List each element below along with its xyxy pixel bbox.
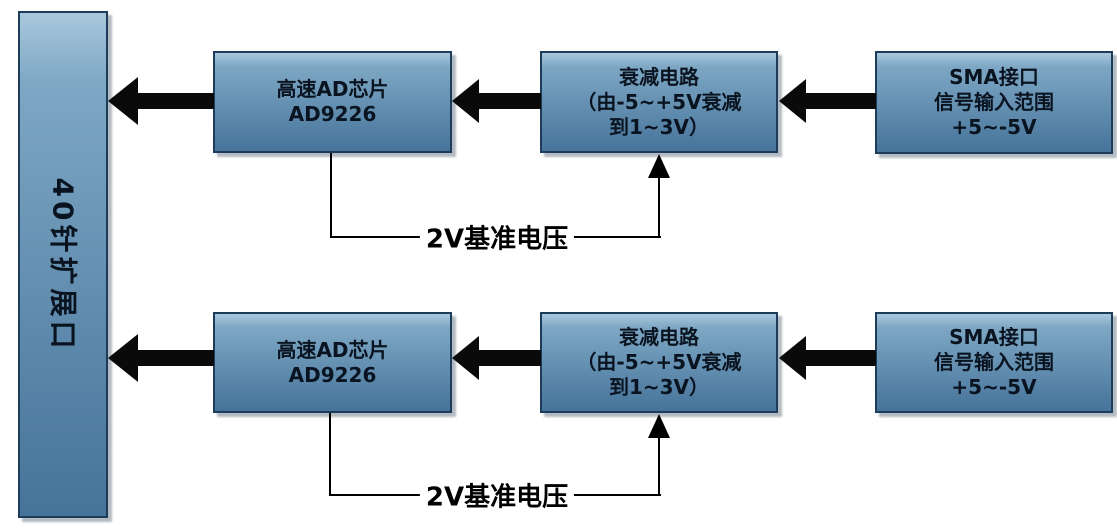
arrow-sma-to-attenuator-head-2 xyxy=(779,336,806,380)
arrow-ad-to-port-head-1 xyxy=(108,77,138,125)
arrow-attenuator-to-ad-shaft-2 xyxy=(478,350,541,366)
sma-box-2: SMA接口 信号输入范围 +5~-5V xyxy=(875,312,1113,413)
arrow-ad-to-port-shaft-2 xyxy=(137,350,214,366)
reference-line-left-2 xyxy=(329,413,331,496)
attenuator-box-2: 衰减电路 （由-5~+5V衰减 到1~3V） xyxy=(540,312,778,413)
sma-label-line2: 信号输入范围 xyxy=(934,350,1054,374)
arrow-attenuator-to-ad-shaft-1 xyxy=(478,93,541,109)
reference-line-left-1 xyxy=(330,153,332,237)
attenuator-box-1: 衰减电路 （由-5~+5V衰减 到1~3V） xyxy=(540,51,778,153)
ad-chip-box-1: 高速AD芯片 AD9226 xyxy=(213,51,452,153)
sma-label-line3: +5~-5V xyxy=(951,375,1037,399)
attenuator-label-line1: 衰减电路 xyxy=(619,325,699,349)
expansion-port-box: 40针扩展口 xyxy=(18,11,108,518)
arrow-sma-to-attenuator-shaft-2 xyxy=(805,350,876,366)
attenuator-label-line1: 衰减电路 xyxy=(619,64,699,89)
arrow-sma-to-attenuator-shaft-1 xyxy=(805,93,876,109)
arrow-attenuator-to-ad-head-1 xyxy=(452,79,479,123)
attenuator-label-line3: 到1~3V） xyxy=(608,375,710,399)
sma-label-line3: +5~-5V xyxy=(951,115,1037,139)
ad-chip-label-line2: AD9226 xyxy=(288,362,377,387)
arrow-sma-to-attenuator-head-1 xyxy=(779,79,806,123)
attenuator-label-line3: 到1~3V） xyxy=(608,114,710,139)
sma-label-line1: SMA接口 xyxy=(949,65,1039,89)
ad-chip-label-line1: 高速AD芯片 xyxy=(276,337,389,362)
reference-line-right-2 xyxy=(658,437,660,496)
expansion-port-label: 40针扩展口 xyxy=(46,177,80,352)
sma-label-line2: 信号输入范围 xyxy=(934,90,1054,114)
up-arrowhead-icon-1 xyxy=(648,154,670,178)
reference-voltage-label-1: 2V基准电压 xyxy=(419,218,575,256)
arrow-ad-to-port-shaft-1 xyxy=(137,93,214,109)
ad-chip-box-2: 高速AD芯片 AD9226 xyxy=(213,312,452,413)
ad-chip-label-line2: AD9226 xyxy=(288,102,377,126)
attenuator-label-line2: （由-5~+5V衰减 xyxy=(576,89,742,114)
attenuator-label-line2: （由-5~+5V衰减 xyxy=(576,350,742,374)
arrow-ad-to-port-head-2 xyxy=(108,334,138,382)
sma-box-1: SMA接口 信号输入范围 +5~-5V xyxy=(875,51,1113,154)
sma-label-line1: SMA接口 xyxy=(949,325,1039,349)
reference-voltage-label-2: 2V基准电压 xyxy=(419,476,575,514)
ad-chip-label-line1: 高速AD芯片 xyxy=(276,77,389,101)
reference-line-right-1 xyxy=(658,177,660,238)
up-arrowhead-icon-2 xyxy=(648,414,670,438)
arrow-attenuator-to-ad-head-2 xyxy=(452,336,479,380)
